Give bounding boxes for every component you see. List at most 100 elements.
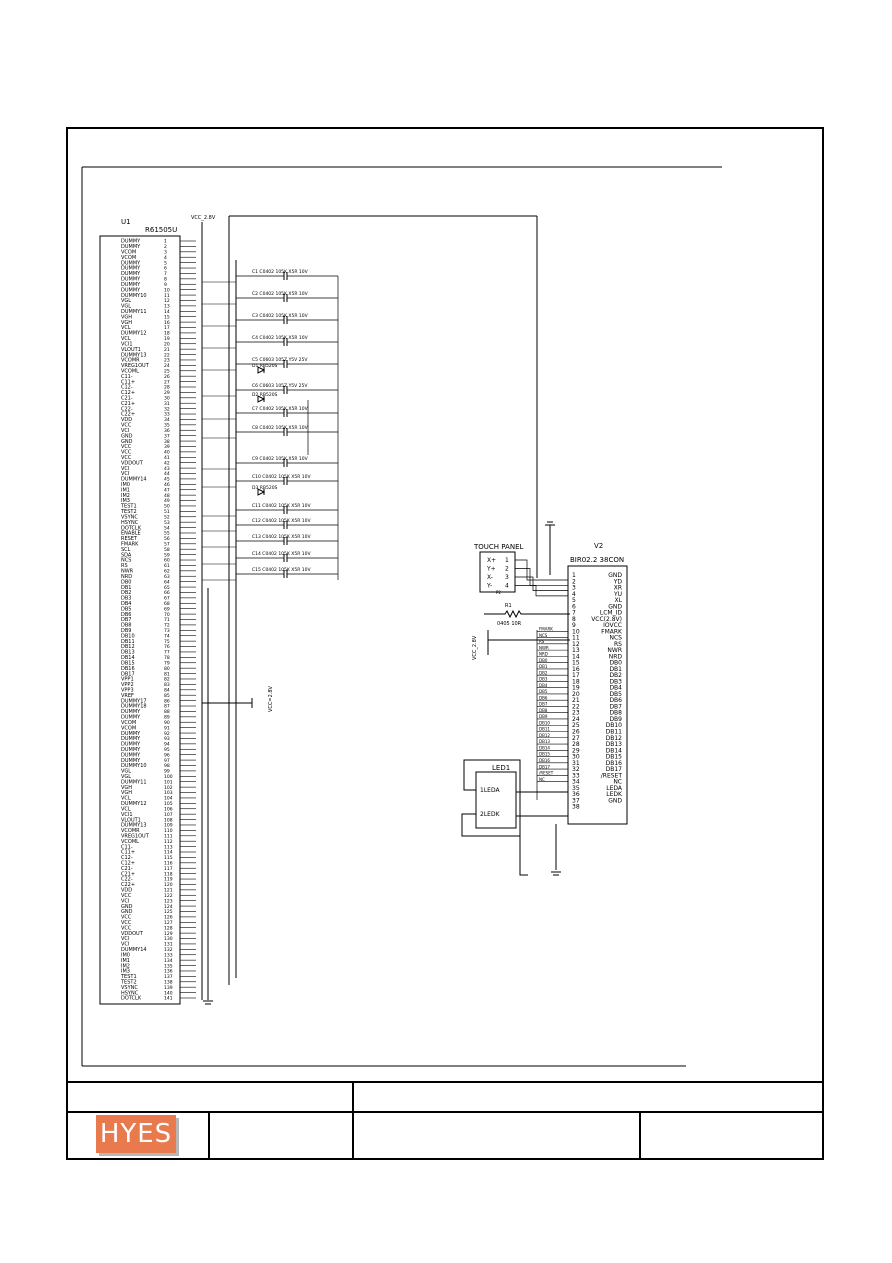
u1-pin-label: DUMMY10 bbox=[121, 763, 147, 769]
u1-pin-number: 116 bbox=[164, 861, 173, 867]
u1-pin-label: C11- bbox=[121, 374, 133, 380]
v2-net-label: DB1 bbox=[539, 664, 548, 669]
u1-pin-number: 49 bbox=[164, 498, 170, 504]
u1-pin-label: VCL bbox=[121, 336, 131, 342]
u1-pin-label: C21- bbox=[121, 866, 133, 872]
u1-pin-number: 119 bbox=[164, 877, 173, 883]
u1-pin-number: 83 bbox=[164, 682, 170, 688]
capacitor-label: C4 C0402 105K X5R 10V bbox=[252, 335, 309, 341]
led-pin1: 1LEDA bbox=[480, 787, 500, 794]
title-block-divider-2 bbox=[208, 1111, 210, 1160]
v2-net-label: DB11 bbox=[539, 727, 550, 732]
capacitor-label: C3 C0402 105K X5R 10V bbox=[252, 313, 309, 319]
u1-pin-label: VGH bbox=[121, 785, 132, 791]
u1-pin-label: C22- bbox=[121, 877, 133, 883]
v2-net-label: DB10 bbox=[539, 720, 550, 725]
u1-pin-number: 56 bbox=[164, 536, 170, 542]
u1-body bbox=[99, 235, 181, 1005]
v2-pin-label: DB17 bbox=[606, 766, 623, 773]
v2-pin-label: DB7 bbox=[609, 703, 622, 710]
u1-pin-number: 126 bbox=[164, 915, 173, 921]
u1-pin-number: 135 bbox=[164, 963, 173, 969]
u1-pin-number: 92 bbox=[164, 731, 170, 737]
u1-pin-label: DUMMY bbox=[121, 266, 141, 272]
u1-pin-label: DOTCLK bbox=[121, 525, 142, 531]
u1-pin-label: TEST1 bbox=[120, 504, 137, 510]
u1-pin-number: 133 bbox=[164, 952, 173, 958]
v2-pin-number: 28 bbox=[572, 741, 580, 748]
v2-pin-number: 29 bbox=[572, 747, 580, 754]
u1-pin-label: NRD bbox=[121, 574, 132, 580]
v2-pin-number: 3 bbox=[572, 585, 576, 592]
v2-part: BIR02.2 38CON bbox=[570, 556, 624, 564]
u1-pin-label: VCL bbox=[121, 806, 131, 812]
u1-pin-number: 109 bbox=[164, 823, 173, 829]
u1-pin-number: 10 bbox=[164, 287, 170, 293]
u1-pin-number: 31 bbox=[164, 401, 170, 407]
u1-pin-number: 43 bbox=[164, 466, 170, 472]
u1-pin-label: DB11 bbox=[121, 639, 135, 645]
u1-pin-label: RESET bbox=[121, 536, 138, 542]
v2-net-label: DB12 bbox=[539, 733, 550, 738]
touch-panel-ref: P2 bbox=[496, 590, 501, 595]
touch-panel-wire bbox=[515, 559, 568, 581]
u1-pin-label: C12+ bbox=[121, 390, 135, 396]
u1-pin-label: VGL bbox=[121, 298, 131, 304]
u1-pin-number: 14 bbox=[164, 309, 170, 315]
u1-pin-number: 27 bbox=[164, 379, 170, 385]
v2-net-label: DB5 bbox=[539, 689, 548, 694]
led-wire-b bbox=[461, 813, 520, 837]
u1-pin-label: C22+ bbox=[121, 412, 135, 418]
u1-pin-label: DUMMY bbox=[121, 742, 141, 748]
u1-pin-number: 81 bbox=[164, 671, 170, 677]
r1-symbol bbox=[500, 609, 527, 619]
v2-net-label: DB16 bbox=[539, 758, 550, 763]
u1-pin-label: VGL bbox=[121, 769, 131, 775]
u1-pin-number: 62 bbox=[164, 569, 170, 575]
vcc-side-label: VCC=2.8V bbox=[268, 685, 274, 712]
u1-pin-number: 30 bbox=[164, 396, 170, 402]
v2-net-label: FMARK bbox=[539, 627, 553, 632]
u1-pin-number: 140 bbox=[164, 990, 173, 996]
u1-pin-number: 50 bbox=[164, 504, 170, 510]
v2-net-label: RS bbox=[539, 639, 545, 644]
capacitor-label: C5 C0603 105Z Y5V 25V bbox=[252, 357, 308, 363]
v2-net-label: /RESET bbox=[539, 771, 554, 776]
v2-pin-number: 26 bbox=[572, 729, 580, 736]
touch-panel-pin-number: 3 bbox=[505, 574, 509, 581]
u1-pin-label: VGL bbox=[121, 774, 131, 780]
u1-pin-number: 98 bbox=[164, 763, 170, 769]
u1-pin-label: VCOM bbox=[121, 725, 136, 731]
u1-pin-number: 28 bbox=[164, 385, 170, 391]
u1-pin-number: 20 bbox=[164, 341, 170, 347]
u1-pin-label: VSYNC bbox=[121, 514, 138, 520]
u1-pin-number: 37 bbox=[164, 433, 170, 439]
u1-pin-label: VCOML bbox=[121, 368, 139, 374]
u1-pin-label: VCL bbox=[121, 325, 131, 331]
v2-pin-number: 23 bbox=[572, 710, 580, 717]
diode-label: D3 RB520S bbox=[252, 485, 278, 491]
u1-pin-label: DB15 bbox=[121, 660, 135, 666]
u1-pin-number: 24 bbox=[164, 363, 170, 369]
u1-pin-number: 26 bbox=[164, 374, 170, 380]
u1-pin-label: VCOML bbox=[121, 839, 139, 845]
u1-pin-number: 44 bbox=[164, 471, 170, 477]
u1-pin-label: C12+ bbox=[121, 861, 135, 867]
u1-pin-number: 7 bbox=[164, 271, 167, 277]
u1-pin-label: VCOM bbox=[121, 255, 136, 261]
u1-pin-number: 97 bbox=[164, 758, 170, 764]
diode-symbol bbox=[257, 395, 266, 403]
u1-pin-label: DUMMY18 bbox=[121, 704, 147, 710]
u1-pin-label: VGH bbox=[121, 790, 132, 796]
u1-pin-label: VPP2 bbox=[121, 682, 134, 688]
u1-pin-label: C11+ bbox=[121, 850, 135, 856]
u1-pin-number: 11 bbox=[164, 293, 170, 299]
u1-pin-label: VREG1OUT bbox=[121, 363, 150, 369]
u1-pin-number: 45 bbox=[164, 477, 170, 483]
u1-pin-number: 99 bbox=[164, 769, 170, 775]
u1-pin-number: 3 bbox=[164, 250, 167, 256]
u1-pin-label: DB7 bbox=[121, 617, 131, 623]
v2-pin-label: FMARK bbox=[601, 628, 623, 635]
